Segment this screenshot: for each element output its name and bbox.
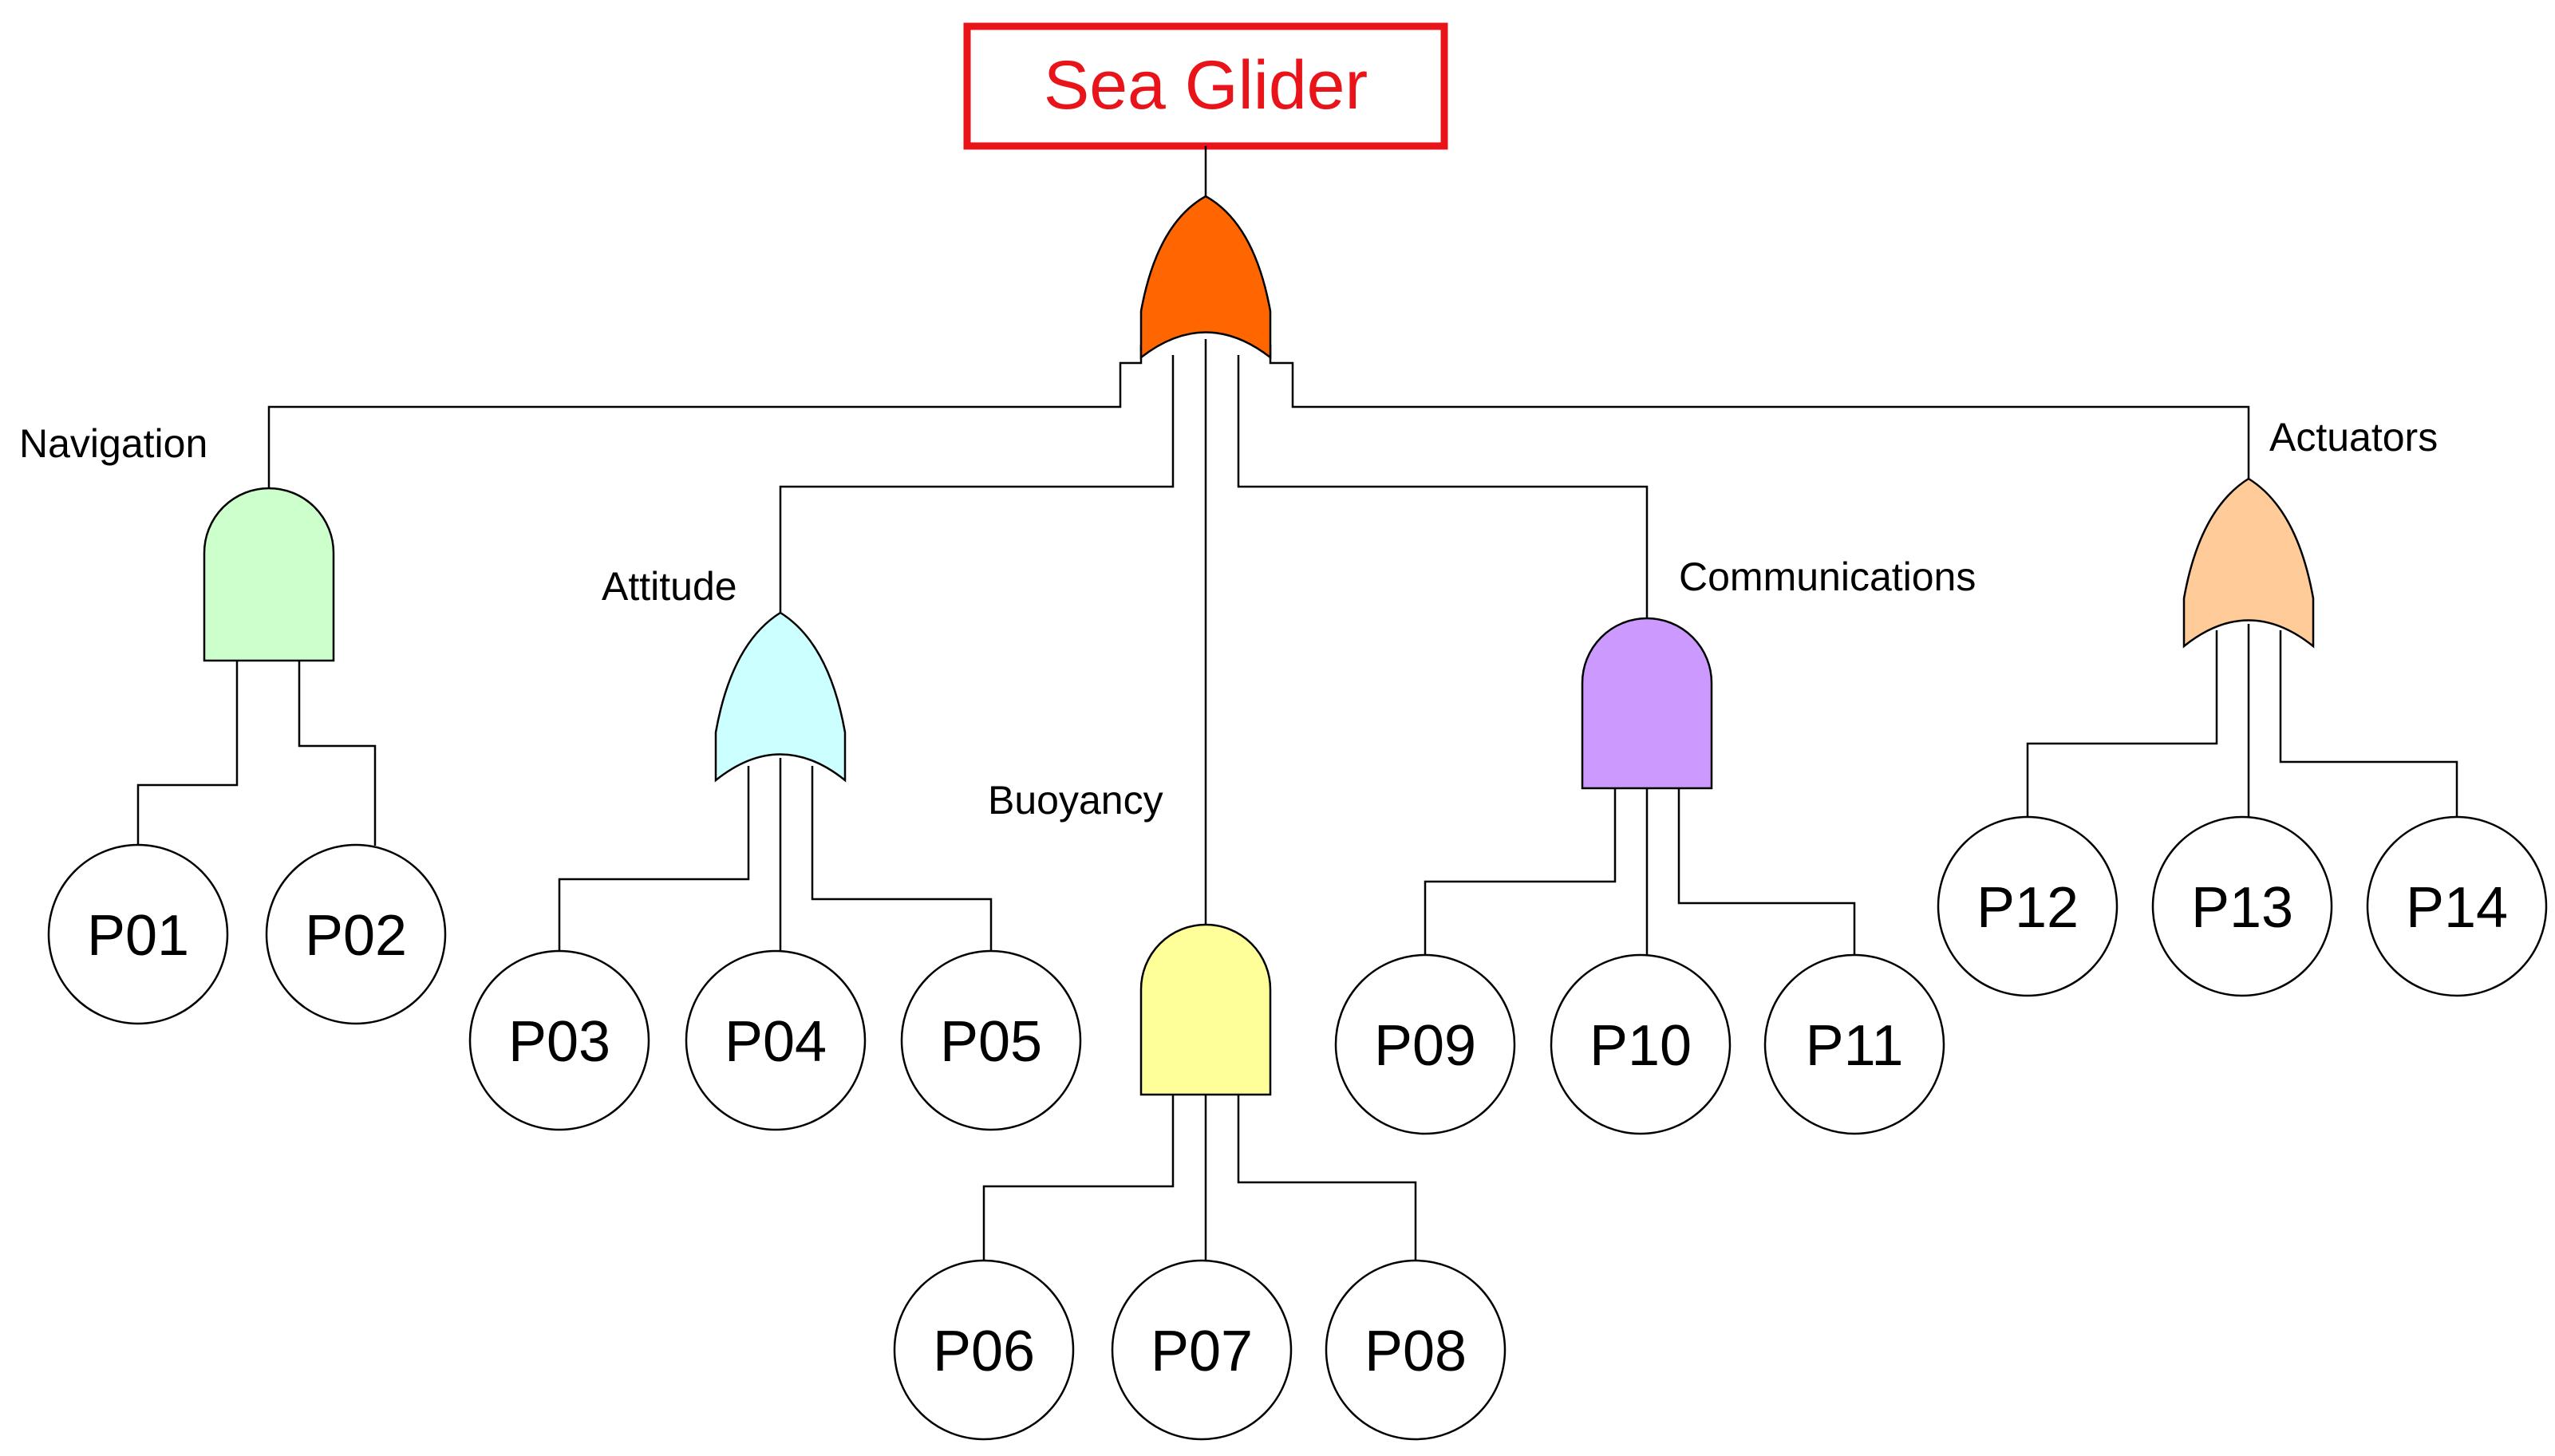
- basic-event-p10[interactable]: P10: [1550, 953, 1732, 1135]
- event-label: P06: [933, 1320, 1035, 1383]
- wire-communications-p11: [1677, 788, 1856, 956]
- wire-root-attitude: [779, 355, 1175, 614]
- event-circle: [2151, 815, 2333, 997]
- wire-root-actuators: [1269, 345, 2250, 481]
- basic-event-p13[interactable]: P13: [2151, 815, 2333, 997]
- basic-event-p07[interactable]: P07: [1111, 1259, 1293, 1441]
- event-circle: [1111, 1259, 1293, 1441]
- attitude-gate-shape: [714, 611, 847, 783]
- top-event-label: Sea Glider: [1044, 47, 1368, 124]
- attitude-label: Attitude: [602, 564, 737, 609]
- basic-event-p08[interactable]: P08: [1325, 1259, 1507, 1441]
- navigation-label: Navigation: [19, 421, 207, 466]
- basic-event-p06[interactable]: P06: [893, 1259, 1075, 1441]
- wire-attitude-p03: [558, 766, 750, 953]
- communications-gate-shape: [1581, 617, 1713, 790]
- wire-actuators-p12: [2026, 630, 2218, 818]
- event-label: P14: [2406, 876, 2508, 940]
- wire-navigation-p01: [136, 661, 239, 846]
- basic-event-p11[interactable]: P11: [1763, 953, 1945, 1135]
- event-circle: [47, 843, 229, 1025]
- top-event[interactable]: Sea Glider: [963, 22, 1448, 150]
- event-label: P13: [2191, 876, 2293, 940]
- event-circle: [893, 1259, 1075, 1441]
- event-circle: [2366, 815, 2548, 997]
- navigation-and-gate[interactable]: Navigation: [19, 421, 335, 662]
- wire-buoyancy-p06: [982, 1095, 1175, 1262]
- root-gate-shape: [1139, 195, 1272, 360]
- connection-wires: [136, 146, 2458, 1262]
- event-circle: [265, 843, 447, 1025]
- event-circle: [900, 949, 1082, 1131]
- buoyancy-label: Buoyancy: [988, 778, 1163, 823]
- actuators-or-gate[interactable]: Actuators: [2182, 415, 2438, 649]
- event-label: P12: [1976, 876, 2079, 940]
- event-circle: [1325, 1259, 1507, 1441]
- attitude-or-gate[interactable]: Attitude: [602, 564, 847, 783]
- basic-event-p04[interactable]: P04: [685, 949, 867, 1131]
- wire-root-communications: [1237, 355, 1649, 621]
- event-label: P07: [1151, 1320, 1253, 1383]
- event-circle: [1763, 953, 1945, 1135]
- buoyancy-gate-shape: [1139, 923, 1272, 1096]
- basic-event-p12[interactable]: P12: [1937, 815, 2119, 997]
- wire-navigation-p02: [298, 661, 377, 846]
- basic-event-p03[interactable]: P03: [468, 949, 650, 1131]
- event-label: P02: [305, 904, 407, 968]
- wire-buoyancy-p08: [1237, 1095, 1417, 1262]
- basic-event-p05[interactable]: P05: [900, 949, 1082, 1131]
- event-label: P03: [508, 1010, 610, 1074]
- top-event-box: [963, 22, 1448, 150]
- communications-and-gate[interactable]: Communications: [1581, 554, 1976, 790]
- event-circle: [685, 949, 867, 1131]
- wire-attitude-p05: [811, 766, 993, 953]
- wire-actuators-p14: [2279, 630, 2458, 818]
- event-label: P10: [1589, 1014, 1692, 1078]
- event-circle: [1550, 953, 1732, 1135]
- event-circle: [468, 949, 650, 1131]
- actuators-label: Actuators: [2269, 415, 2438, 460]
- event-label: P11: [1806, 1014, 1904, 1078]
- navigation-gate-shape: [203, 487, 335, 662]
- basic-events: P01 P02 P03 P04 P05 P06 P07 P08: [47, 815, 2548, 1441]
- basic-event-p14[interactable]: P14: [2366, 815, 2548, 997]
- communications-label: Communications: [1679, 554, 1976, 599]
- basic-event-p02[interactable]: P02: [265, 843, 447, 1025]
- event-label: P01: [87, 904, 189, 968]
- wire-root-navigation: [267, 345, 1143, 491]
- basic-event-p01[interactable]: P01: [47, 843, 229, 1025]
- event-circle: [1937, 815, 2119, 997]
- wire-communications-p09: [1424, 788, 1617, 956]
- event-circle: [1334, 953, 1516, 1135]
- actuators-gate-shape: [2182, 477, 2315, 649]
- event-label: P08: [1364, 1320, 1467, 1383]
- event-label: P05: [940, 1010, 1042, 1074]
- buoyancy-and-gate[interactable]: Buoyancy: [988, 778, 1272, 1096]
- event-label: P09: [1374, 1014, 1476, 1078]
- basic-event-p09[interactable]: P09: [1334, 953, 1516, 1135]
- root-or-gate[interactable]: [1139, 195, 1272, 360]
- event-label: P04: [725, 1010, 827, 1074]
